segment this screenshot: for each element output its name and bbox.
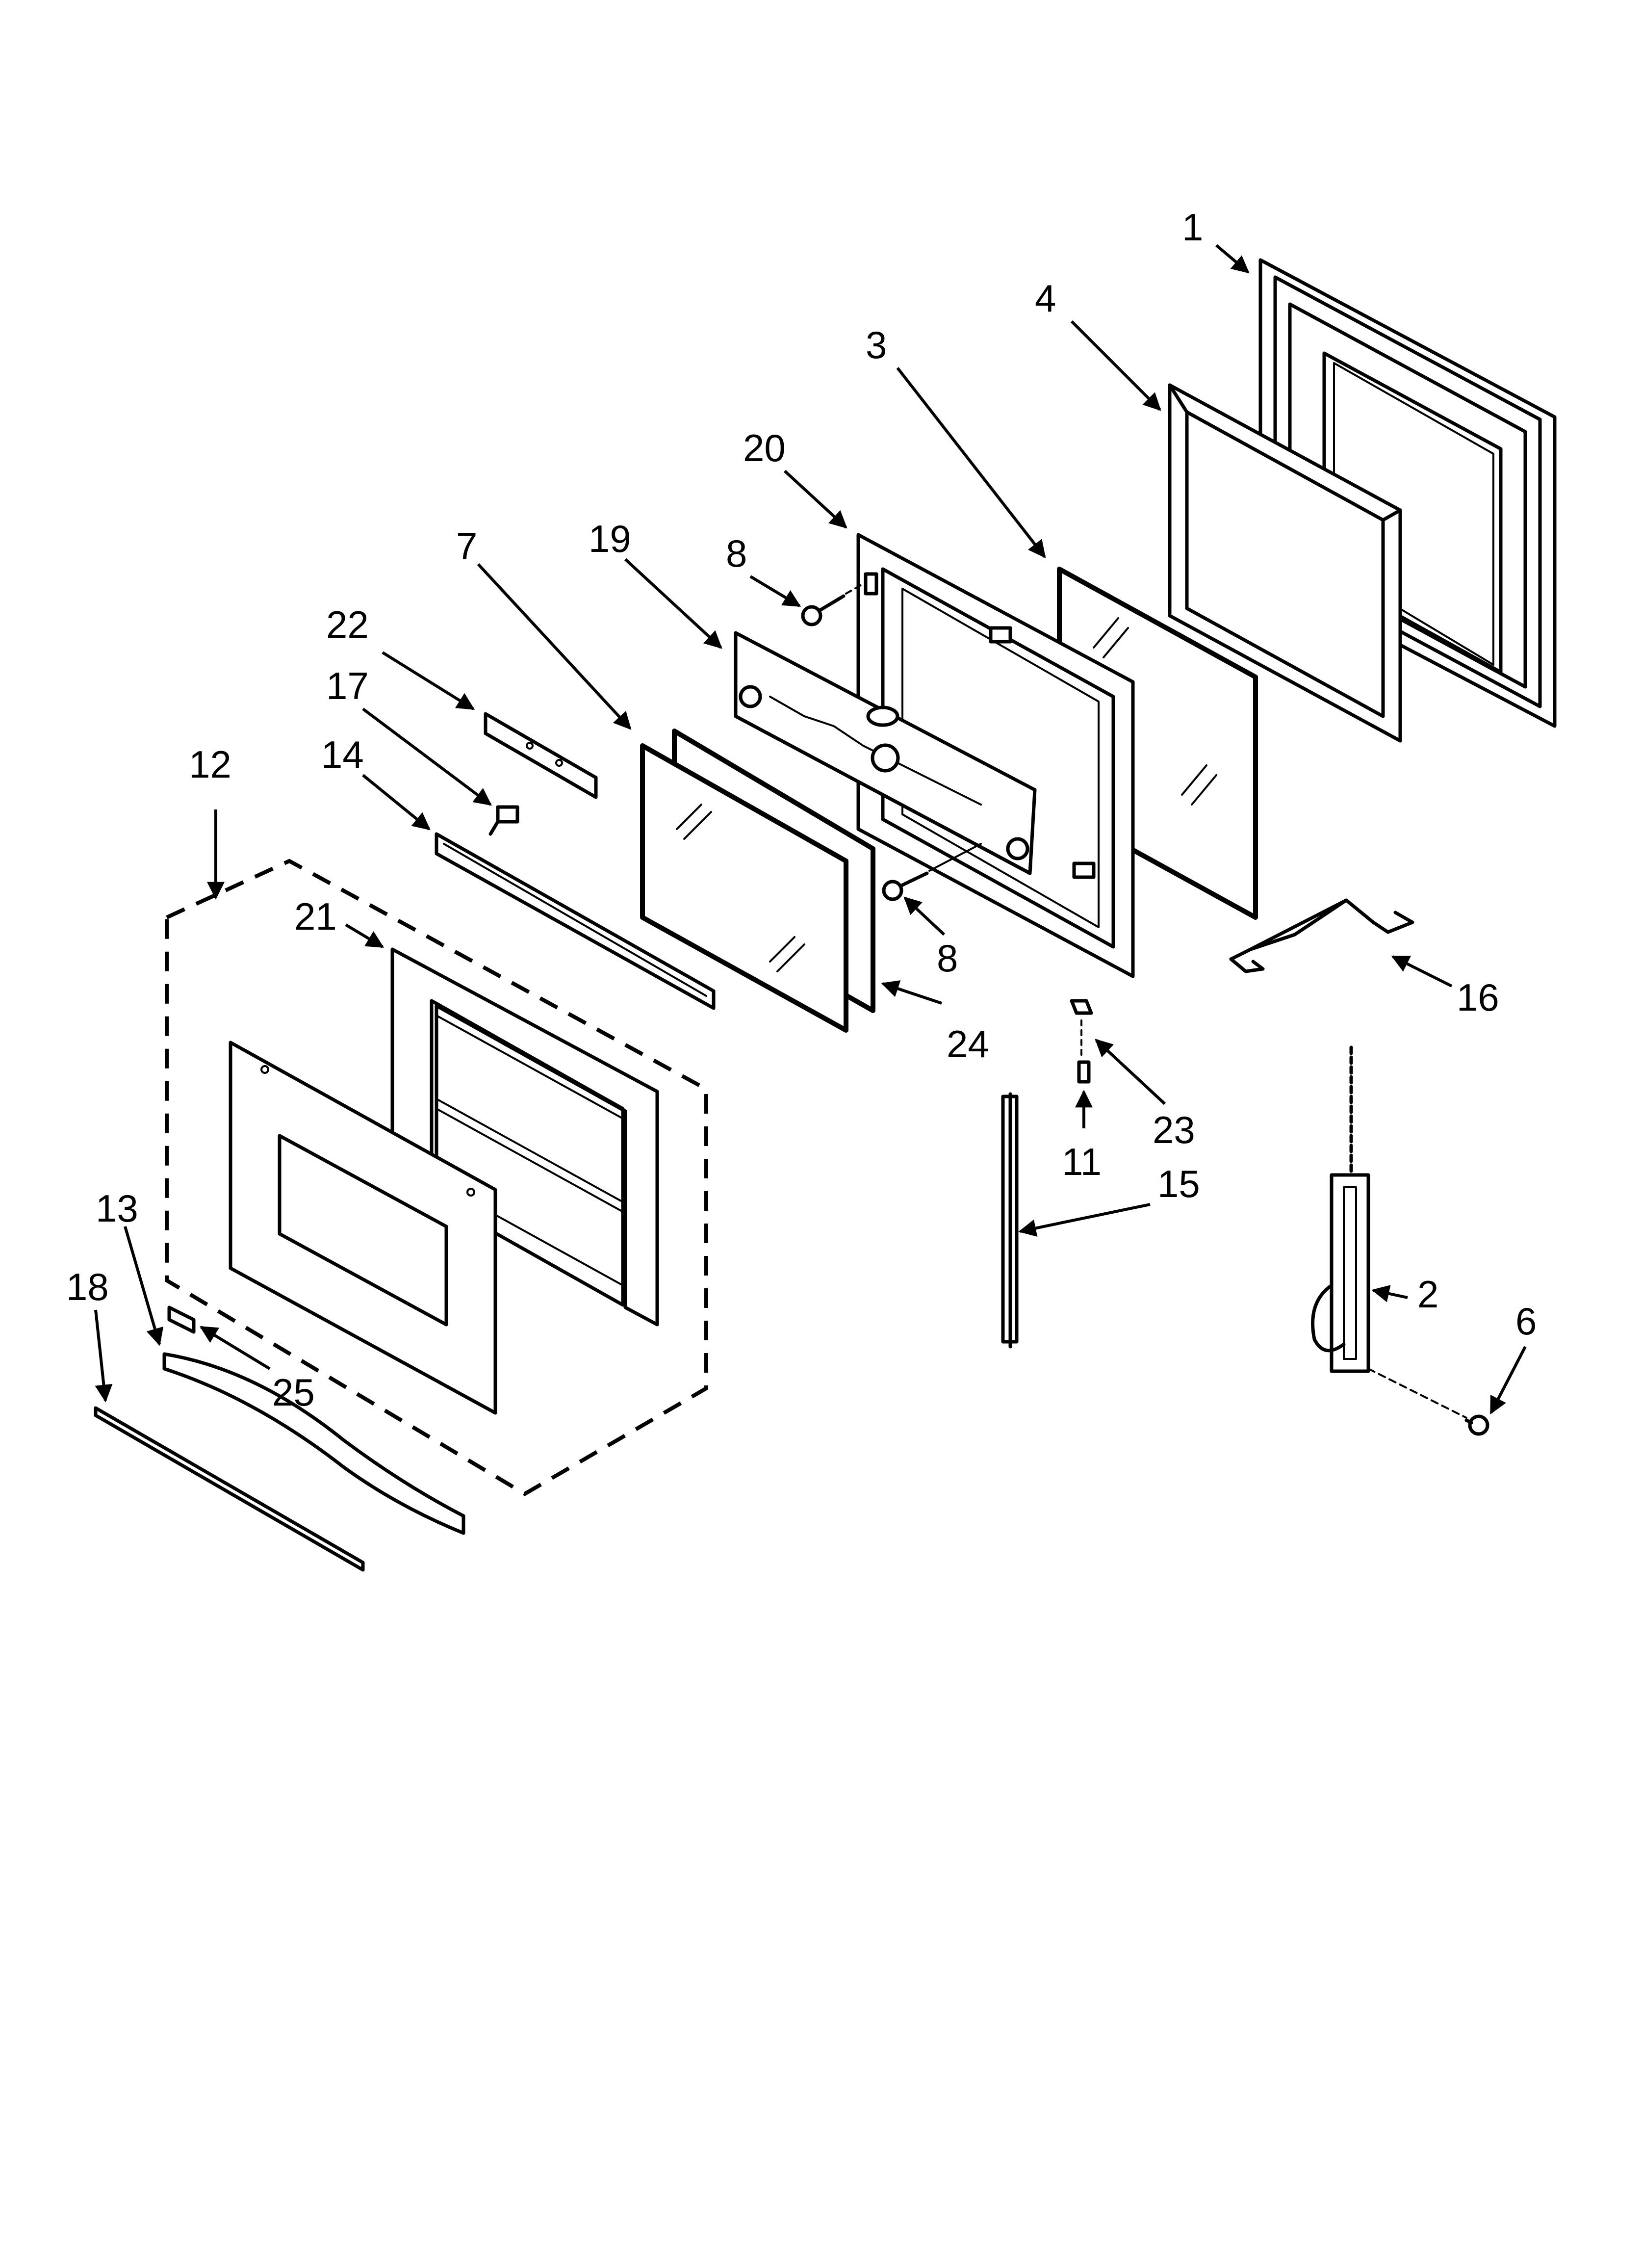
leader-21 <box>345 923 385 948</box>
leader-lines <box>94 244 1527 1415</box>
part-18-trim-strip <box>94 1406 365 1572</box>
leader-7 <box>477 563 632 730</box>
callout-6: 6 <box>1515 1300 1537 1343</box>
callout-15: 15 <box>1157 1162 1200 1205</box>
leader-4 <box>1070 320 1161 411</box>
callout-22: 22 <box>326 603 369 646</box>
callout-21: 21 <box>294 895 337 938</box>
leader-14 <box>362 774 431 831</box>
part-8-screw-upper <box>801 583 864 626</box>
leader-2 <box>1371 1285 1408 1303</box>
callout-16: 16 <box>1457 976 1499 1019</box>
leader-18 <box>94 1309 113 1403</box>
callout-18: 18 <box>66 1265 109 1308</box>
leader-16 <box>1391 955 1453 988</box>
part-4-door-frame <box>1168 383 1402 743</box>
part-2-door-hinge <box>1311 1045 1370 1373</box>
leader-20 <box>783 469 847 529</box>
leader-15 <box>1018 1203 1151 1237</box>
leader-17 <box>362 707 492 806</box>
leader-8b <box>903 896 946 936</box>
callout-12: 12 <box>189 743 231 786</box>
leader-22 <box>382 651 475 710</box>
part-8-screw-lower <box>882 843 982 901</box>
part-7-glass-pane <box>640 743 848 1033</box>
part-25-badge <box>167 1305 196 1334</box>
part-6-screw <box>1367 1368 1489 1436</box>
part-16-mounting-bracket <box>1229 898 1414 973</box>
callout-23: 23 <box>1153 1108 1195 1151</box>
part-11-screw <box>1077 1019 1091 1084</box>
part-19-door-baffle <box>734 631 1037 875</box>
callout-11: 11 <box>1062 1140 1102 1183</box>
callout-labels: 1 2 3 4 6 7 8 8 11 12 13 14 15 16 17 18 … <box>66 206 1537 1414</box>
callout-20: 20 <box>743 426 786 469</box>
leader-13 <box>124 1226 164 1346</box>
leader-19 <box>624 558 722 649</box>
part-15-hinge-receiver <box>1001 1092 1019 1349</box>
leader-25 <box>199 1326 271 1370</box>
callout-1: 1 <box>1182 206 1203 249</box>
leader-24 <box>881 980 942 1005</box>
part-13-door-handle <box>162 1352 465 1535</box>
leader-8a <box>749 575 801 607</box>
leader-1 <box>1215 244 1250 274</box>
callout-13: 13 <box>96 1187 138 1230</box>
leader-6 <box>1489 1346 1527 1415</box>
callout-24: 24 <box>947 1022 989 1066</box>
part-23-clip <box>1070 999 1093 1015</box>
callout-4: 4 <box>1035 277 1056 320</box>
leader-3 <box>896 367 1046 558</box>
callout-2: 2 <box>1417 1273 1438 1316</box>
callout-17: 17 <box>326 664 369 707</box>
part-21-door-insert-frame <box>390 947 659 1327</box>
leader-23 <box>1095 1039 1166 1105</box>
part-14-rail <box>435 832 716 1010</box>
callout-8-upper: 8 <box>726 532 747 575</box>
part-17-screw <box>488 805 519 836</box>
callout-8-lower: 8 <box>937 937 958 980</box>
part-22-bracket <box>484 712 598 799</box>
part-12-outer-door-assembly-outline <box>165 859 708 1496</box>
callout-3: 3 <box>866 323 887 366</box>
callout-7: 7 <box>456 524 477 568</box>
callout-25: 25 <box>272 1371 315 1414</box>
callout-14: 14 <box>321 733 364 776</box>
outer-door-panel-with-window <box>229 1041 497 1415</box>
callout-19: 19 <box>589 517 631 560</box>
